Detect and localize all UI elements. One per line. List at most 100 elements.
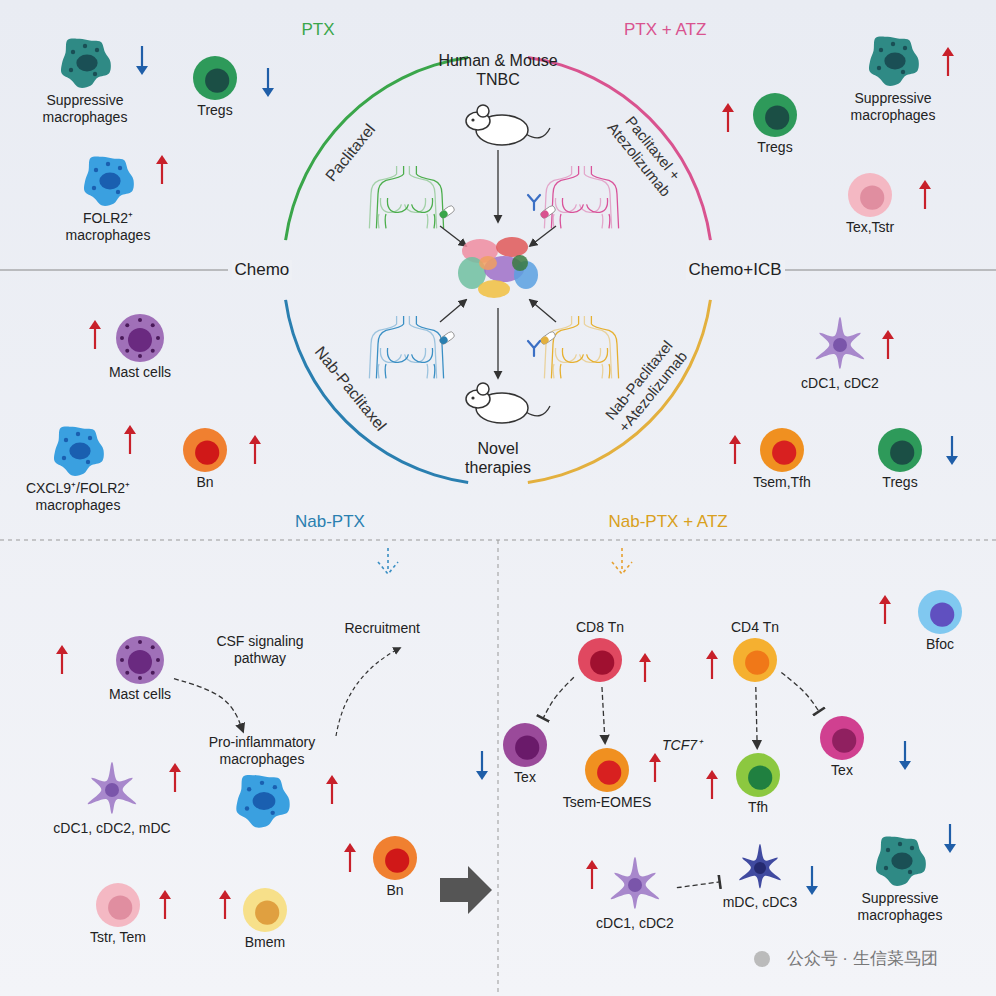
cell-node: FOLR2⁺ macrophages bbox=[58, 150, 158, 244]
cell-icon bbox=[183, 428, 227, 472]
inhibition-connector bbox=[677, 882, 720, 888]
cell-node: Tregs bbox=[191, 54, 239, 119]
flow-arrow bbox=[497, 308, 498, 378]
change-arrow bbox=[654, 759, 656, 782]
cell-icon-svg bbox=[916, 588, 964, 636]
annotation: Novel therapies bbox=[458, 439, 538, 477]
dashed-divider bbox=[498, 540, 499, 996]
drug-pill bbox=[438, 205, 455, 220]
cell-label: Tex bbox=[514, 769, 536, 786]
cell-icon-svg bbox=[846, 171, 894, 219]
cell-label: Bfoc bbox=[926, 636, 954, 653]
cell-label: Pro-inflammatory macrophages bbox=[197, 734, 327, 768]
cell-label: Tregs bbox=[197, 102, 232, 119]
change-arrow-head bbox=[156, 155, 168, 164]
mouse-eye bbox=[471, 396, 474, 399]
cell-icon-svg bbox=[230, 768, 294, 832]
change-arrow bbox=[164, 896, 166, 919]
therapy-arc bbox=[284, 56, 468, 240]
change-arrow-head bbox=[729, 435, 741, 444]
dendritic-body bbox=[739, 844, 781, 888]
flow-arrow bbox=[440, 226, 466, 246]
cell-nucleus bbox=[128, 650, 152, 674]
change-arrow bbox=[267, 68, 269, 91]
change-arrow-head bbox=[882, 330, 894, 339]
mouse-tail bbox=[526, 406, 550, 416]
cell-icon-svg bbox=[758, 426, 806, 474]
cell-label: CD8 Tn bbox=[576, 619, 624, 636]
granule bbox=[64, 438, 68, 442]
cell-icon-svg bbox=[501, 721, 549, 769]
cell-node: Suppressive macrophages bbox=[838, 30, 948, 124]
cell-icon-svg bbox=[863, 30, 923, 90]
granule bbox=[273, 785, 277, 789]
cell-node: Suppressive macrophages bbox=[30, 32, 140, 126]
cell-node: Bn bbox=[371, 834, 419, 899]
change-arrow bbox=[711, 776, 713, 799]
cell-icon bbox=[876, 837, 926, 886]
granule bbox=[138, 354, 142, 358]
cell-icon-svg bbox=[114, 312, 166, 364]
change-arrow bbox=[141, 46, 143, 69]
cell-label: Tregs bbox=[882, 474, 917, 491]
cell-label: Suppressive macrophages bbox=[30, 92, 140, 126]
mouse-icon bbox=[466, 105, 550, 145]
change-arrow bbox=[924, 186, 926, 209]
cell-label: cDC1, cDC2, mDC bbox=[53, 820, 170, 837]
cell-nucleus bbox=[76, 55, 97, 72]
cell-icon-svg bbox=[55, 32, 115, 92]
cell-icon-svg bbox=[751, 91, 799, 139]
change-arrow-head bbox=[944, 844, 956, 853]
granule bbox=[120, 658, 124, 662]
inhibition-connector bbox=[543, 677, 574, 718]
inhibition-connector bbox=[781, 672, 819, 711]
cell-nucleus bbox=[253, 792, 276, 810]
annotation: CSF signaling pathway bbox=[210, 633, 310, 667]
cell-icon-svg bbox=[734, 751, 782, 799]
macrophage-body bbox=[61, 39, 111, 88]
cell-label: cDC1, cDC2 bbox=[801, 375, 879, 392]
umap-cluster bbox=[496, 237, 528, 257]
dashed-connector bbox=[756, 687, 757, 748]
cell-nucleus bbox=[628, 878, 642, 892]
cell-icon bbox=[84, 157, 134, 206]
therapy-label: PTX bbox=[302, 20, 335, 40]
granule bbox=[94, 168, 98, 172]
change-arrow bbox=[129, 431, 131, 454]
cell-nucleus bbox=[128, 328, 152, 352]
granule bbox=[88, 436, 92, 440]
cell-icon-svg bbox=[605, 855, 665, 915]
change-arrow bbox=[951, 436, 953, 459]
change-arrow bbox=[591, 866, 593, 889]
patient-torso bbox=[551, 166, 618, 228]
cell-body bbox=[585, 748, 629, 792]
drug-pill bbox=[539, 205, 556, 220]
cell-nucleus bbox=[255, 901, 279, 925]
cell-nucleus bbox=[890, 441, 914, 465]
change-arrow-head bbox=[249, 435, 261, 444]
cell-label: FOLR2⁺ macrophages bbox=[58, 210, 158, 244]
umap-cluster bbox=[512, 255, 528, 271]
granule bbox=[156, 658, 160, 662]
annotation: TCF7⁺ bbox=[662, 737, 702, 754]
cell-nucleus bbox=[590, 651, 614, 675]
cell-body bbox=[503, 723, 547, 767]
cell-body bbox=[96, 883, 140, 927]
granule bbox=[116, 190, 120, 194]
cell-icon bbox=[848, 173, 892, 217]
cell-nucleus bbox=[832, 729, 856, 753]
change-arrow bbox=[224, 896, 226, 919]
cell-label: Tregs bbox=[757, 139, 792, 156]
granule bbox=[891, 42, 895, 46]
granule bbox=[125, 671, 129, 675]
cell-icon bbox=[88, 762, 137, 814]
change-arrow bbox=[161, 161, 163, 184]
granule bbox=[151, 323, 155, 327]
cell-icon-svg bbox=[810, 315, 870, 375]
change-arrow bbox=[644, 659, 646, 682]
cell-label: Bn bbox=[386, 882, 403, 899]
pill-body bbox=[438, 205, 455, 220]
cell-label: CD4 Tn bbox=[731, 619, 779, 636]
dendritic-body bbox=[611, 857, 660, 909]
dashed-down-arrow bbox=[612, 548, 632, 574]
